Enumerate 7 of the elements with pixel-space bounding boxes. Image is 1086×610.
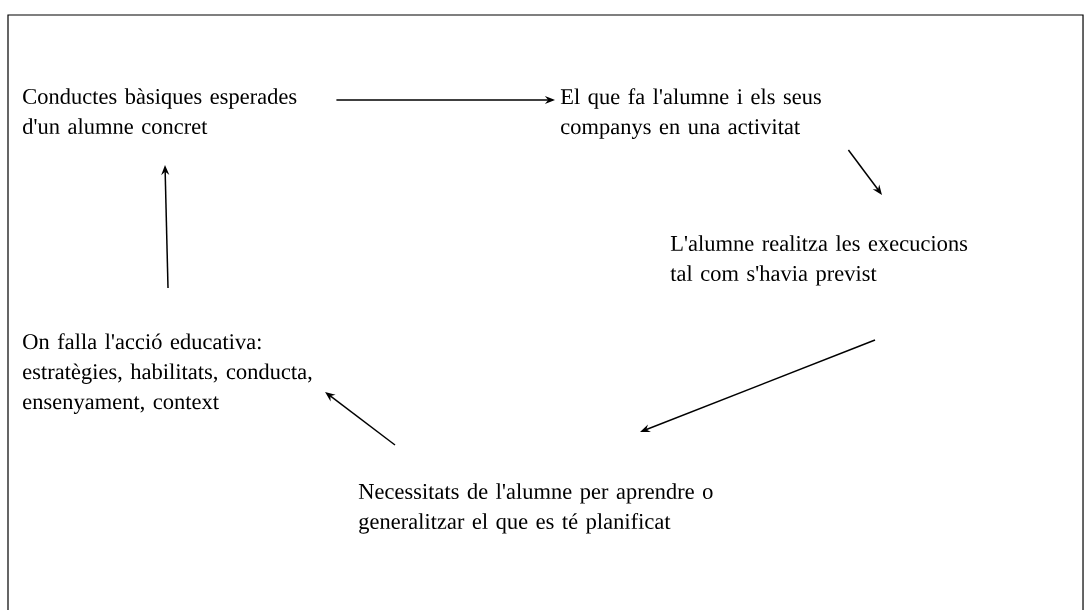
text-label: Conductes bàsiques esperades d'un alumne concret (23, 88, 297, 135)
text-label: El que fa l'alumne i els seus companys en una activitat (560, 88, 821, 139)
text-label: On falla l'acció educativa: estratègies, habilitats, conducta, ensenyament, context (23, 333, 312, 414)
arrow (325, 392, 396, 446)
text-label: Necessitats de l'alumne per aprendre o generalitzar el que es té planificat (358, 483, 713, 534)
arrow (847, 149, 882, 195)
text-label: L'alumne realitza les execucions tal com s'havia previst (670, 235, 968, 286)
